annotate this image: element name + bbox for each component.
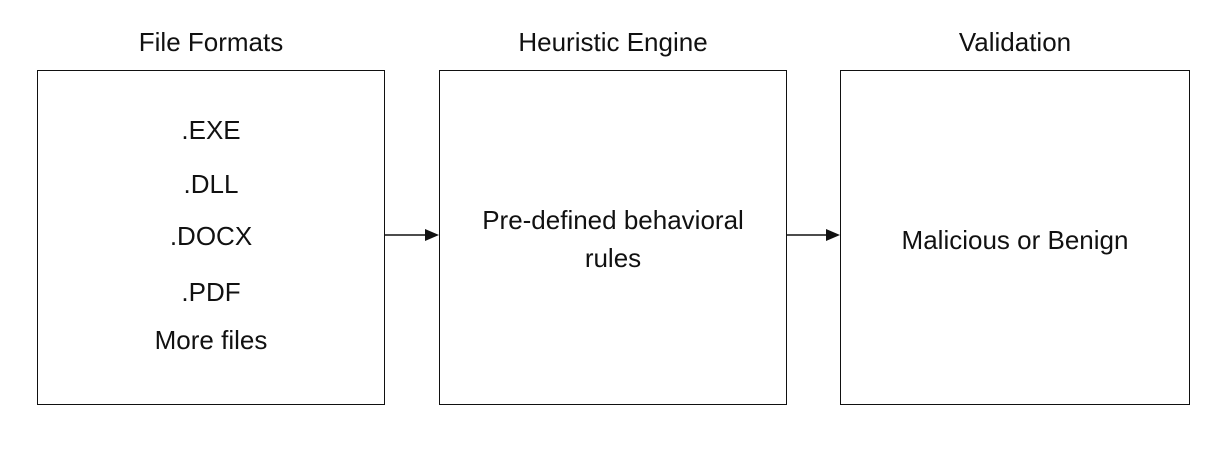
- heuristic-rules-line-1: Pre-defined behavioral: [482, 205, 744, 235]
- heuristic-rules-line-2: rules: [584, 243, 642, 273]
- validation-result-text: Malicious or Benign: [901, 225, 1129, 255]
- arrow-engine-to-validation: [787, 229, 840, 241]
- heuristic-engine-title: Heuristic Engine: [518, 27, 708, 57]
- file-format-item-more-files: More files: [154, 325, 268, 355]
- validation-title: Validation: [958, 27, 1072, 57]
- arrow-formats-to-engine: [385, 229, 439, 241]
- file-formats-box: .EXE .DLL .DOCX .PDF More files: [37, 70, 385, 405]
- file-formats-title: File Formats: [138, 27, 284, 57]
- file-format-item-dll: .DLL: [183, 169, 239, 199]
- file-format-item-exe: .EXE: [181, 115, 241, 145]
- file-format-item-docx: .DOCX: [169, 221, 253, 251]
- validation-box: Malicious or Benign: [840, 70, 1190, 405]
- file-format-item-pdf: .PDF: [181, 277, 241, 307]
- heuristic-engine-box: Pre-defined behavioral rules: [439, 70, 787, 405]
